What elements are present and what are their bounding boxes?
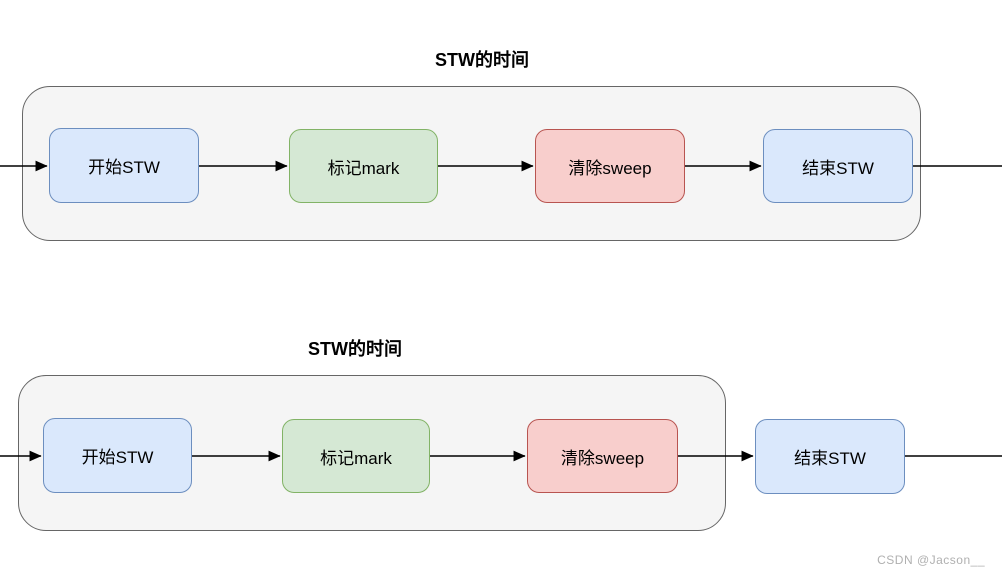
csdn-watermark: CSDN @Jacson__: [877, 553, 985, 567]
node-end-stw-top: 结束STW: [763, 129, 913, 203]
node-mark-top: 标记mark: [289, 129, 438, 203]
diagram-title-bottom: STW的时间: [308, 339, 402, 359]
node-mark-bottom: 标记mark: [282, 419, 430, 493]
node-sweep-bottom: 清除sweep: [527, 419, 678, 493]
node-sweep-top: 清除sweep: [535, 129, 685, 203]
diagram-title-top: STW的时间: [435, 50, 529, 70]
node-end-stw-bottom: 结束STW: [755, 419, 905, 494]
node-start-stw-bottom: 开始STW: [43, 418, 192, 493]
node-start-stw-top: 开始STW: [49, 128, 199, 203]
